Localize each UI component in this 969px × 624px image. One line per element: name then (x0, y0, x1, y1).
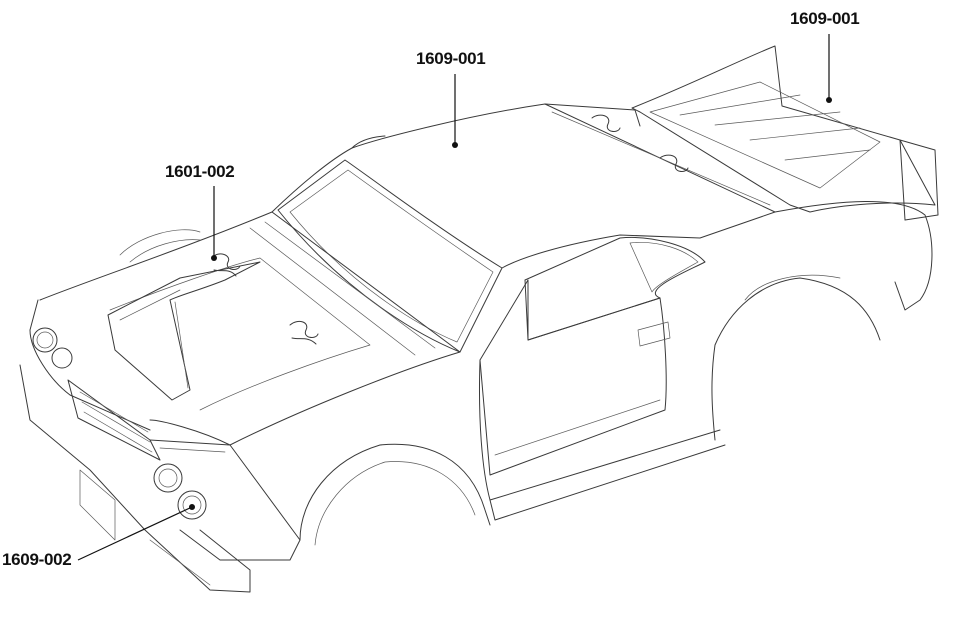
callout-roof-dot (452, 142, 458, 148)
callout-roof-label: 1609-001 (416, 49, 485, 68)
callout-hood-clip-label: 1601-002 (165, 162, 234, 181)
callout-wing-dot (826, 97, 832, 103)
car-body-outline (19, 45, 939, 593)
callout-hood-clip-dot (211, 255, 217, 261)
callout-headlight-leader (77, 506, 193, 561)
callout-roof: 1609-001 (416, 49, 486, 148)
callout-headlight: 1609-002 (2, 504, 195, 569)
callout-wing: 1609-001 (790, 9, 860, 103)
callout-hood-clip: 1601-002 (165, 162, 235, 261)
callout-wing-label: 1609-001 (790, 9, 859, 28)
callout-headlight-label: 1609-002 (2, 550, 71, 569)
callout-headlight-dot (189, 504, 195, 510)
